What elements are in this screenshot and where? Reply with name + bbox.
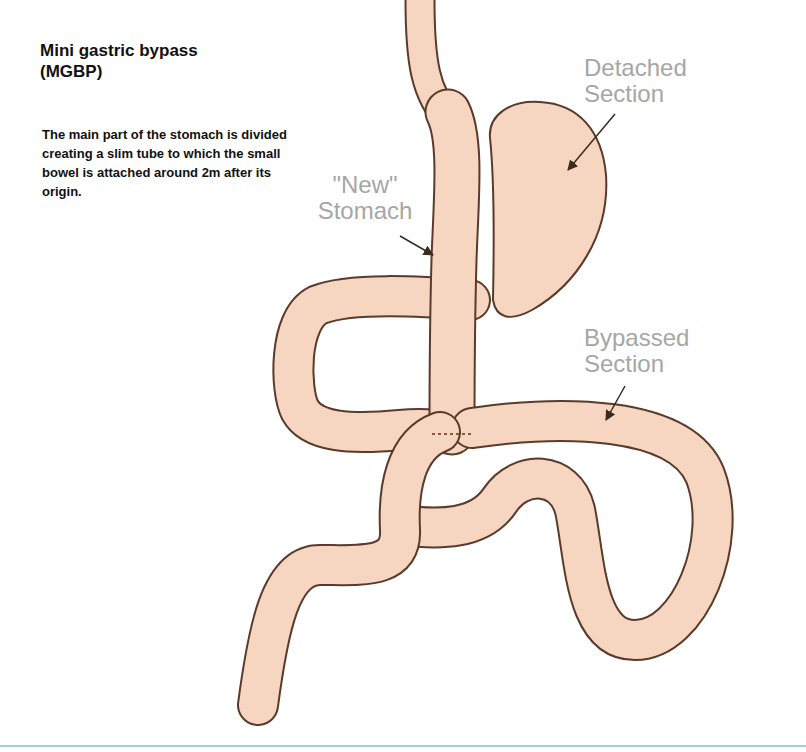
detached-stomach [490, 102, 606, 317]
stomach-tube-outline [448, 112, 457, 432]
bypassed-loop-outline [400, 421, 713, 640]
part-label: Detached Section [584, 55, 734, 108]
description-note: The main part of the stomach is divided … [42, 125, 292, 201]
staple-line [432, 433, 474, 435]
leader-arrow [606, 386, 625, 420]
stomach-tube [448, 112, 457, 432]
bowel [258, 432, 440, 705]
leader-arrow [568, 114, 615, 170]
diagram-title: Mini gastric bypass (MGBP) [40, 40, 240, 82]
part-label: "New" Stomach [300, 172, 430, 225]
bypassed-loop [400, 421, 713, 640]
bowel-outline [258, 432, 440, 705]
border-line [0, 745, 806, 747]
part-label: Bypassed Section [584, 325, 734, 378]
leader-arrow [400, 236, 433, 255]
